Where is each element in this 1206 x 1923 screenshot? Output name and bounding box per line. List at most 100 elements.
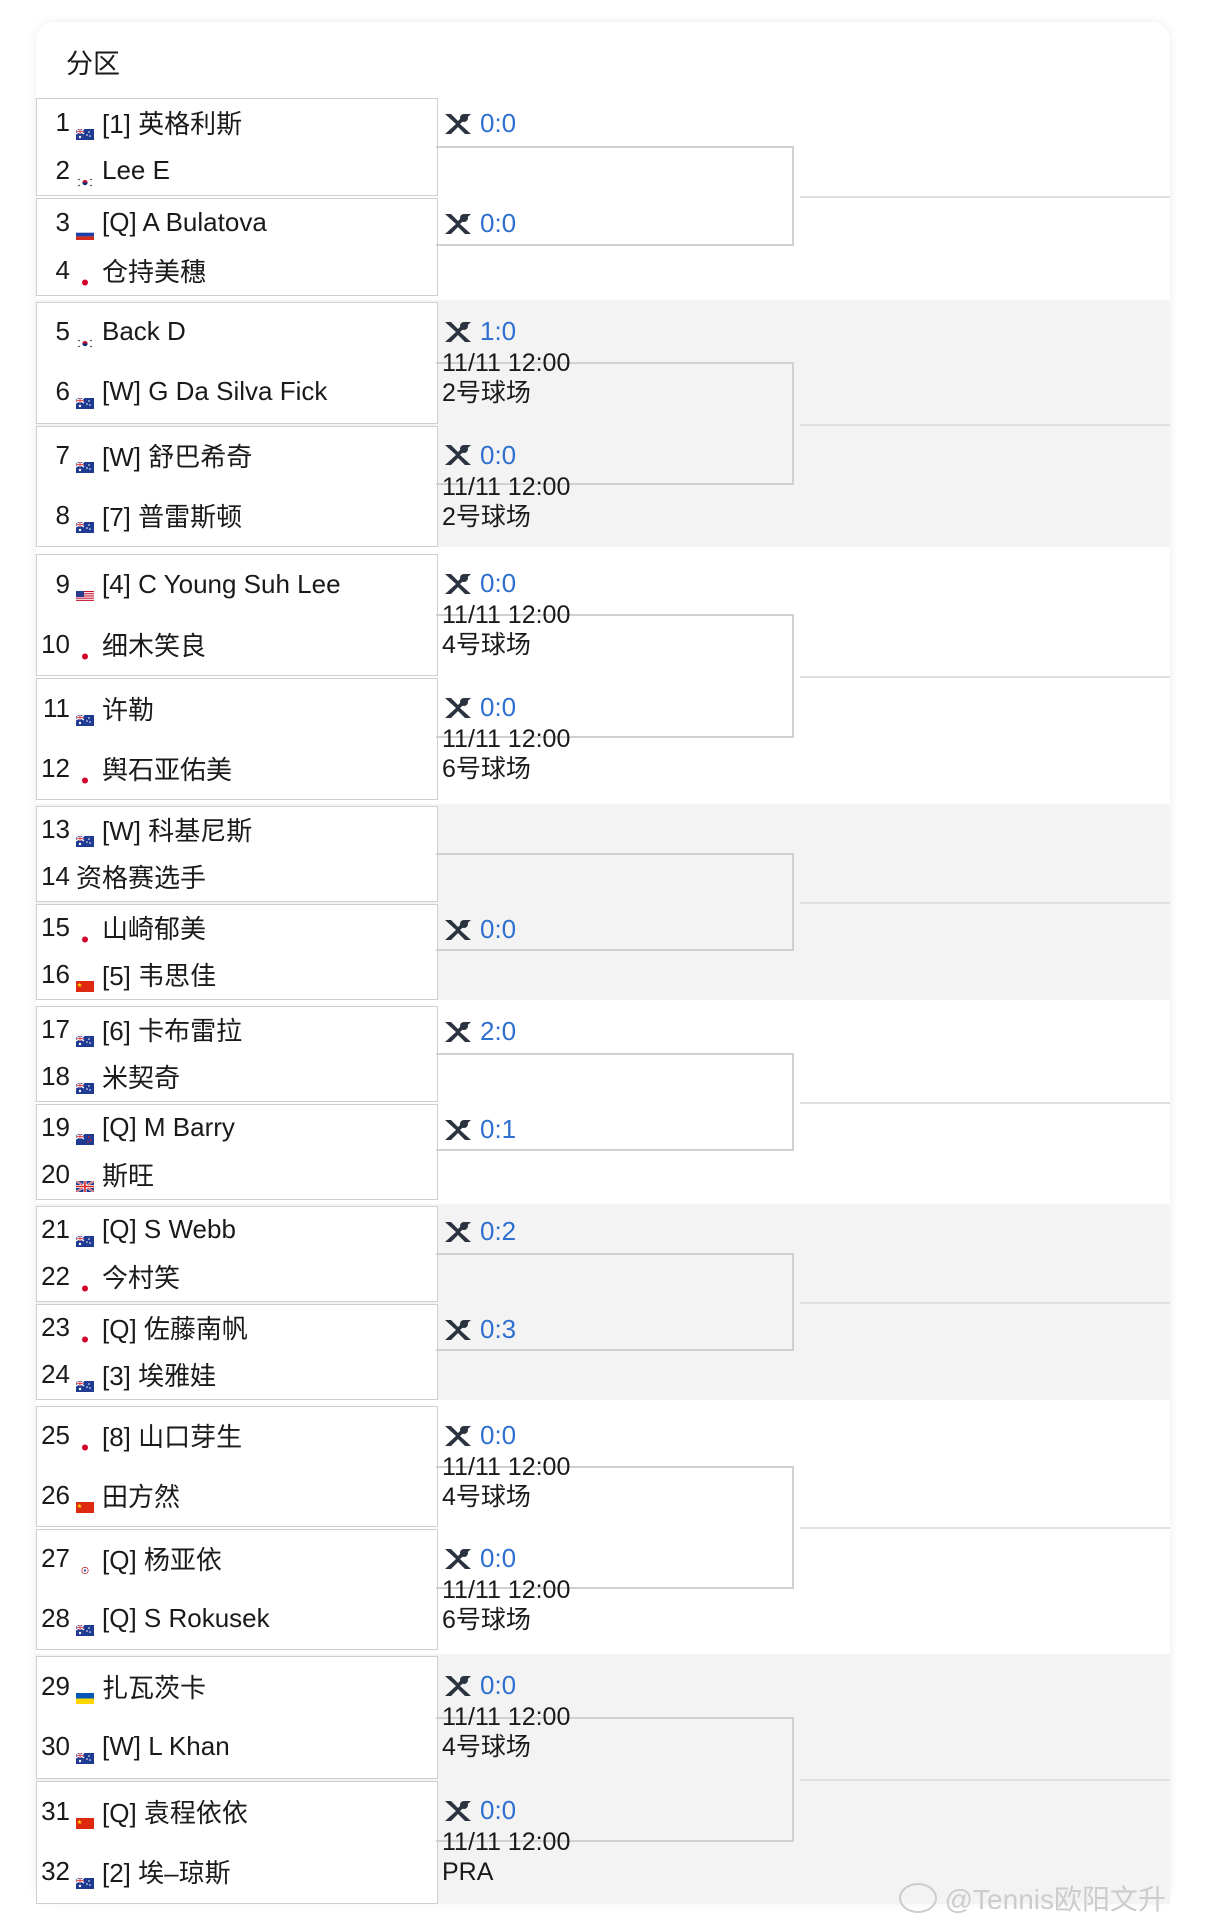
australia-flag-icon bbox=[75, 385, 96, 410]
draw-position: 15 bbox=[41, 912, 70, 942]
player-name: [Q] S Rokusek bbox=[102, 1602, 270, 1633]
australia-flag-icon bbox=[75, 1070, 96, 1094]
korea-flag-icon bbox=[76, 325, 96, 350]
draw-position: 16 bbox=[41, 959, 70, 989]
match-court: 4号球场 bbox=[442, 1483, 531, 1511]
uk-flag-icon bbox=[75, 1168, 96, 1193]
match-column: 0:0 0:0 bbox=[436, 96, 800, 296]
versus-icon bbox=[442, 1673, 474, 1699]
player-row[interactable]: 8[7] 普雷斯顿 bbox=[36, 485, 436, 545]
bracket-connector bbox=[436, 361, 794, 486]
match-score[interactable]: 0:0 bbox=[442, 692, 516, 723]
player-name: Back D bbox=[102, 316, 186, 347]
player-row[interactable]: 27[Q] 杨亚依 bbox=[36, 1529, 436, 1589]
match-score[interactable]: 0:3 bbox=[442, 1314, 516, 1345]
score-value: 0:0 bbox=[480, 568, 517, 598]
score-value: 0:0 bbox=[480, 439, 517, 470]
versus-icon bbox=[442, 1219, 474, 1245]
player-row[interactable]: 31[Q] 袁程依依 bbox=[36, 1781, 436, 1842]
match-score[interactable]: 0:0 bbox=[442, 208, 516, 239]
player-row[interactable]: 30 [W] L Khan bbox=[36, 1717, 436, 1778]
match-time: 11/11 12:00 bbox=[442, 1453, 571, 1481]
draw-position: 4 bbox=[55, 254, 70, 285]
match-score[interactable]: 0:0 bbox=[442, 914, 516, 945]
match-court: 2号球场 bbox=[442, 379, 531, 407]
match-column: 2:0 0:1 bbox=[436, 1004, 800, 1200]
player-row[interactable]: 21[Q] S Webb bbox=[36, 1206, 436, 1253]
player-row[interactable]: 26 田方然 bbox=[36, 1466, 436, 1526]
match-score[interactable]: 0:0 bbox=[442, 1543, 516, 1574]
match-score[interactable]: 0:0 bbox=[442, 1420, 516, 1451]
match-score[interactable]: 0:0 bbox=[442, 440, 516, 471]
match-box bbox=[36, 554, 438, 676]
player-row[interactable]: 25[8] 山口芽生 bbox=[36, 1406, 436, 1466]
score-value: 0:0 bbox=[480, 1795, 517, 1825]
player-row[interactable]: 16[5] 韦思佳 bbox=[36, 951, 436, 998]
player-row[interactable]: 17[6] 卡布雷拉 bbox=[36, 1006, 436, 1053]
next-round-line bbox=[800, 1302, 1170, 1304]
match-score[interactable]: 0:0 bbox=[442, 1670, 516, 1701]
match-score[interactable]: 0:0 bbox=[442, 1795, 516, 1826]
match-box bbox=[36, 1781, 438, 1904]
bracket-connector bbox=[436, 614, 794, 738]
versus-icon bbox=[442, 1798, 474, 1824]
match-score[interactable]: 1:0 bbox=[442, 316, 516, 347]
player-name: [W] L Khan bbox=[102, 1731, 230, 1762]
versus-icon bbox=[442, 1317, 474, 1343]
draw-position: 8 bbox=[55, 499, 70, 530]
player-row[interactable]: 7[W] 舒巴希奇 bbox=[36, 426, 436, 486]
draw-position: 10 bbox=[41, 628, 70, 659]
match-column: 0:0 bbox=[436, 804, 800, 1000]
match-score[interactable]: 0:0 bbox=[442, 108, 516, 139]
score-value: 0:3 bbox=[480, 1314, 517, 1344]
match-box bbox=[36, 1006, 438, 1102]
player-row[interactable]: 23[Q] 佐藤南帆 bbox=[36, 1304, 436, 1351]
draw-position: 26 bbox=[41, 1479, 70, 1510]
player-row[interactable]: 1[1] 英格利斯 bbox=[36, 98, 436, 146]
australia-flag-icon bbox=[75, 116, 96, 140]
match-score[interactable]: 0:0 bbox=[442, 568, 516, 599]
match-score[interactable]: 0:1 bbox=[442, 1114, 516, 1145]
draw-position: 19 bbox=[41, 1112, 70, 1142]
player-name: 仓持美穗 bbox=[102, 256, 207, 287]
match-box bbox=[36, 1104, 438, 1200]
player-row[interactable]: 28[Q] S Rokusek bbox=[36, 1589, 436, 1649]
match-score[interactable]: 2:0 bbox=[442, 1016, 516, 1047]
draw-position: 32 bbox=[41, 1856, 70, 1887]
player-name: 田方然 bbox=[102, 1481, 181, 1512]
player-row[interactable]: 24[3] 埃雅娃 bbox=[36, 1351, 436, 1398]
player-row[interactable]: 4 仓持美穗 bbox=[36, 246, 436, 294]
match-box bbox=[36, 98, 438, 196]
player-row[interactable]: 3[Q] A Bulatova bbox=[36, 198, 436, 246]
player-row[interactable]: 13[W] 科基尼斯 bbox=[36, 806, 436, 853]
japan-flag-icon bbox=[76, 1429, 96, 1454]
match-score[interactable]: 0:2 bbox=[442, 1216, 516, 1247]
draw-position: 29 bbox=[41, 1670, 70, 1701]
player-name: [8] 山口芽生 bbox=[102, 1422, 243, 1453]
match-time: 11/11 12:00 bbox=[442, 1828, 571, 1856]
draw-position: 30 bbox=[41, 1731, 70, 1762]
versus-icon bbox=[442, 1423, 474, 1449]
next-round-line bbox=[800, 1102, 1170, 1104]
match-box bbox=[36, 904, 438, 1000]
player-row[interactable]: 9[4] C Young Suh Lee bbox=[36, 554, 436, 614]
versus-icon bbox=[442, 1117, 474, 1143]
player-row[interactable]: 32[2] 埃–琼斯 bbox=[36, 1842, 436, 1903]
player-row[interactable]: 6[W] G Da Silva Fick bbox=[36, 362, 436, 422]
player-row[interactable]: 19[Q] M Barry bbox=[36, 1104, 436, 1151]
